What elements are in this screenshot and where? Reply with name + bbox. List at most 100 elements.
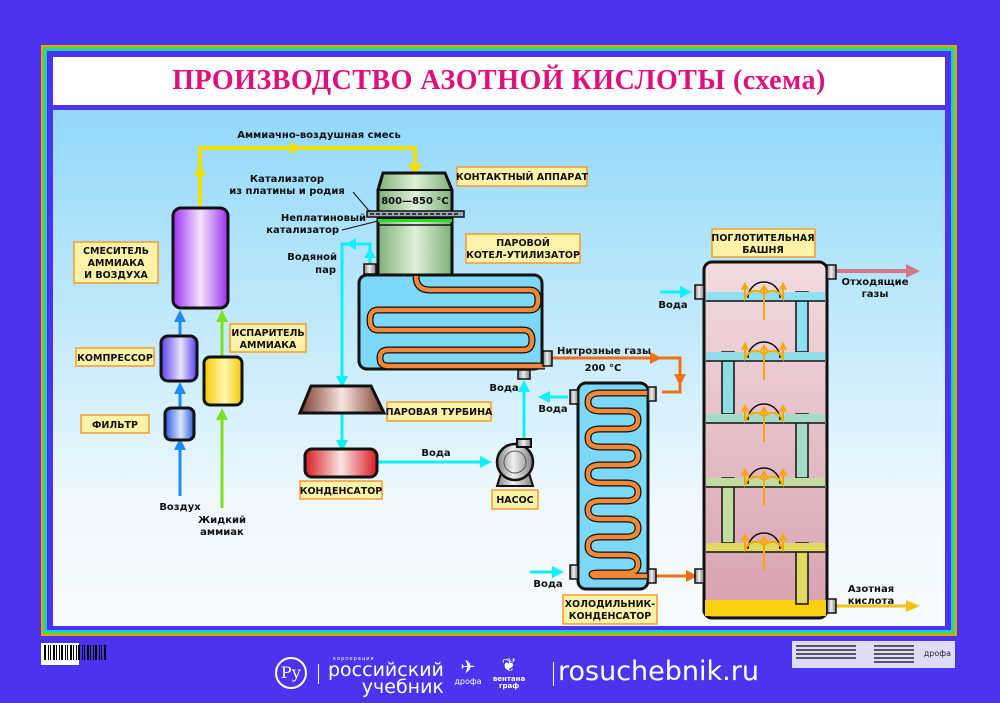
website-url[interactable]: rosuchebnik.ru <box>558 656 759 687</box>
drofa-bird-icon: ✈ <box>460 657 476 678</box>
imprint-text-lines <box>796 645 856 647</box>
corp-brand: российский учебник <box>328 659 444 698</box>
barcode-bar <box>78 645 80 660</box>
barcode-bar <box>73 645 74 660</box>
tower-tray <box>706 478 825 487</box>
svg-text:ФИЛЬТР: ФИЛЬТР <box>92 420 138 431</box>
waste-gases-label-1: Отходящие <box>842 277 909 288</box>
imprint-box: дрофа <box>792 641 955 668</box>
ventana-label-1: вентана <box>492 675 526 683</box>
tower-water-line <box>660 286 692 298</box>
gas-bubble-arrows <box>741 341 787 380</box>
barcode-bar <box>101 645 102 660</box>
mixer-vessel <box>171 206 230 310</box>
svg-text:И ВОЗДУХА: И ВОЗДУХА <box>84 270 148 281</box>
absorption-tower <box>694 260 837 620</box>
barcode-bar <box>61 645 63 660</box>
svg-text:КОМПРЕССОР: КОМПРЕССОР <box>77 353 153 364</box>
svg-text:НАСОС: НАСОС <box>496 495 533 506</box>
catalyst-nonpt-pointer <box>341 220 379 231</box>
gas-bubble-arrows <box>741 467 787 506</box>
water-condenser-pump-line <box>378 380 530 468</box>
barcode-bar <box>56 645 57 660</box>
barcode-bar <box>93 645 94 660</box>
tower-tray <box>706 352 825 361</box>
cooler-condenser <box>569 381 657 591</box>
svg-text:КОТЕЛ-УТИЛИЗАТОР: КОТЕЛ-УТИЛИЗАТОР <box>466 250 580 261</box>
label-tower: ПОГЛОТИТЕЛЬНАЯ БАШНЯ <box>711 228 816 258</box>
outer-frame-cyan <box>45 49 953 632</box>
gas-bubble-arrows <box>741 403 787 442</box>
water-boiler-label: Вода <box>489 383 518 394</box>
nitrous-gas-line <box>552 352 698 582</box>
ammonia-flow-line <box>216 310 228 508</box>
barcode-bar <box>59 645 60 660</box>
corp-line2: учебник <box>361 676 444 698</box>
svg-text:КОНДЕНСАТОР: КОНДЕНСАТОР <box>569 611 652 622</box>
barcode-bar <box>99 645 100 660</box>
svg-text:ПАРОВОЙ: ПАРОВОЙ <box>496 237 550 249</box>
catalyst-pt-label-2: из платины и родия <box>229 186 345 197</box>
barcode-bar <box>67 645 68 660</box>
nitric-acid-label-2: кислота <box>848 596 894 607</box>
barcode-bar <box>87 645 89 660</box>
footer-divider <box>318 664 319 684</box>
nitric-acid-label-1: Азотная <box>848 584 894 595</box>
gas-bubble-arrows <box>741 281 787 320</box>
temperature-label: 800—850 °C <box>381 196 449 207</box>
label-filter: ФИЛЬТР <box>80 414 150 434</box>
outer-frame-orange <box>41 45 957 636</box>
svg-text:КОНДЕНСАТОР: КОНДЕНСАТОР <box>300 486 383 497</box>
svg-text:АММИАКА: АММИАКА <box>240 340 297 351</box>
water-tower-label: Вода <box>658 300 687 311</box>
ventana-graf-logo: ❦ вентана граф <box>492 656 526 690</box>
nitrous-gases-label: Нитрозные газы <box>557 346 651 357</box>
pump <box>495 438 535 487</box>
nitrous-temp-label: 200 °C <box>585 363 622 374</box>
barcode-bar <box>104 645 106 660</box>
drofa-label: дрофа <box>454 677 482 686</box>
barcode-bar <box>90 645 91 660</box>
label-pump: НАСОС <box>491 489 539 510</box>
svg-text:ПОГЛОТИТЕЛЬНАЯ: ПОГЛОТИТЕЛЬНАЯ <box>711 233 814 244</box>
waste-gas-line <box>836 264 920 278</box>
label-turbine: ПАРОВАЯ ТУРБИНА <box>386 401 493 422</box>
air-flow-line <box>174 310 186 496</box>
svg-text:СМЕСИТЕЛЬ: СМЕСИТЕЛЬ <box>83 246 149 257</box>
imprint-brand: дрофа <box>923 649 951 658</box>
nitric-acid-line <box>836 600 920 612</box>
barcode-bar <box>44 645 46 660</box>
barcode-bar <box>48 645 49 660</box>
ventana-label-2: граф <box>498 682 520 690</box>
svg-text:ПАРОВАЯ ТУРБИНА: ПАРОВАЯ ТУРБИНА <box>386 407 493 418</box>
evaporator-vessel <box>202 355 244 407</box>
liquid-ammonia-label-2: аммиак <box>200 527 244 538</box>
barcode-bar <box>76 645 77 660</box>
ventana-butterfly-icon: ❦ <box>501 655 517 676</box>
mixture-label: Аммиачно-воздушная смесь <box>237 130 401 141</box>
url-divider <box>553 662 554 686</box>
barcode-bar <box>95 645 97 660</box>
cooler-water-lines <box>530 391 568 578</box>
corp-line1: российский <box>328 659 444 681</box>
catalyst-nonpt-label-2: катализатор <box>266 225 339 236</box>
label-mixer: СМЕСИТЕЛЬ АММИАКА И ВОЗДУХА <box>73 241 159 284</box>
mixture-flow-line <box>194 142 422 208</box>
label-compressor: КОМПРЕССОР <box>75 347 155 367</box>
svg-text:ИСПАРИТЕЛЬ: ИСПАРИТЕЛЬ <box>231 328 304 339</box>
imprint-text-lines-2 <box>874 645 914 647</box>
compressor-vessel <box>159 334 199 383</box>
condenser-vessel <box>303 447 379 479</box>
water-cooler-in-label: Вода <box>533 579 562 590</box>
tower-tray <box>706 543 825 552</box>
catalyst-nonpt-label-1: Неплатиновый <box>281 213 366 224</box>
water-pump-label: Вода <box>421 448 450 459</box>
barcode-bar <box>50 645 51 660</box>
rosuchebnik-logo-icon: Ру <box>275 657 307 689</box>
tower-tray <box>706 414 825 423</box>
page-title: ПРОИЗВОДСТВО АЗОТНОЙ КИСЛОТЫ (схема) <box>172 65 826 96</box>
svg-text:БАШНЯ: БАШНЯ <box>742 245 784 256</box>
waste-heat-boiler <box>357 263 553 380</box>
label-contact-apparatus: КОНТАКТНЫЙ АППАРАТ <box>456 166 589 187</box>
drofa-logo: ✈ дрофа <box>450 657 486 686</box>
